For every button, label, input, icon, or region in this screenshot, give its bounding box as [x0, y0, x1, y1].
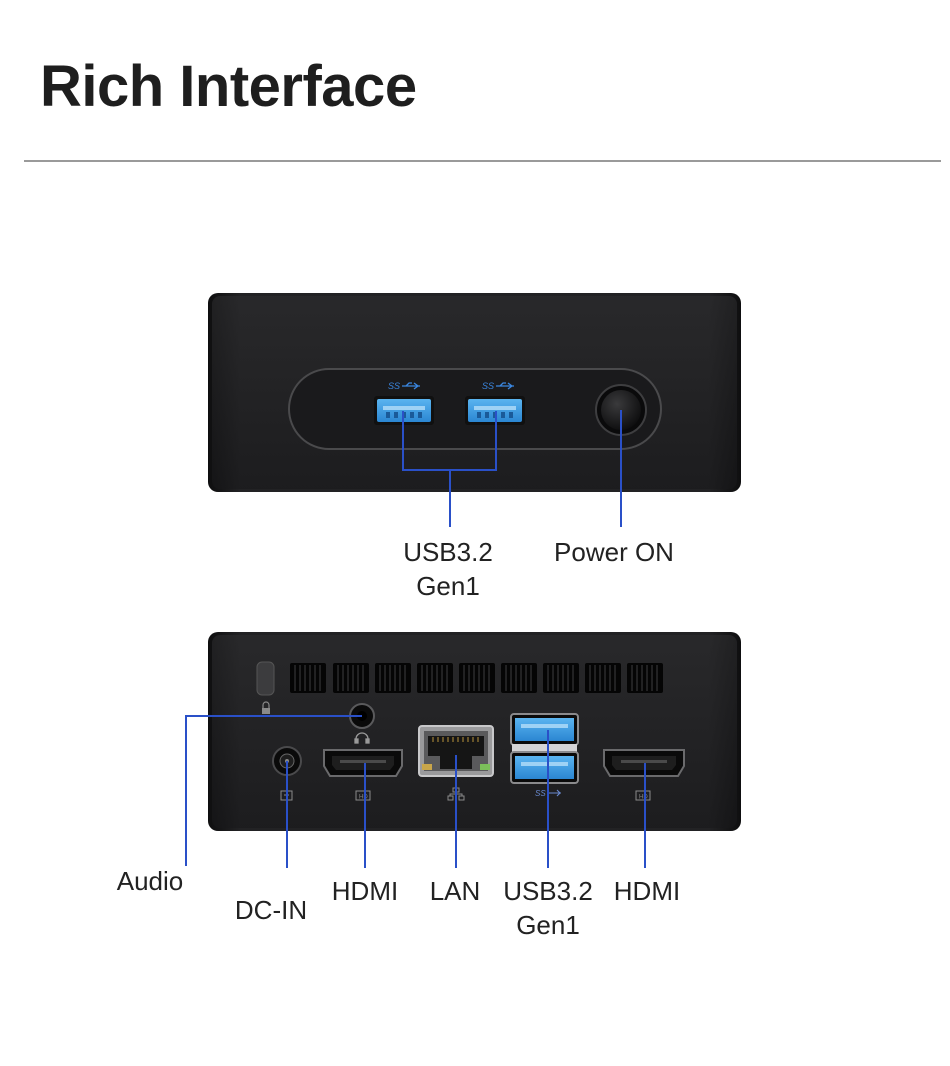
hdmi-icon: HD: [355, 790, 371, 801]
usb-separator: [512, 744, 577, 754]
hdmi-port-1: [323, 749, 403, 777]
ss-usb-icon: SS: [535, 789, 561, 798]
front-leader-lines: [402, 410, 622, 527]
svg-text:SS: SS: [388, 381, 400, 391]
rear-leader-lines: [185, 715, 646, 868]
label-audio: Audio: [116, 866, 184, 896]
label-hdmi-2: HDMI: [613, 876, 681, 906]
svg-text:SS: SS: [535, 789, 546, 798]
lock-icon: [262, 701, 270, 714]
page-title: Rich Interface: [40, 54, 417, 119]
lock-slot: [256, 661, 275, 696]
title-divider: [24, 160, 941, 162]
rear-usb-port-lower: [510, 751, 579, 784]
rear-panel: HD: [185, 632, 741, 868]
front-usb-port-1: [374, 396, 434, 425]
label-rear-usb: USB3.2 Gen1: [503, 876, 593, 940]
label-hdmi-1: HDMI: [331, 876, 399, 906]
hdmi-icon: HD: [635, 790, 651, 801]
ss-usb-icon: SS: [482, 381, 514, 391]
label-lan: LAN: [429, 876, 481, 906]
svg-text:SS: SS: [482, 381, 494, 391]
vent-grilles: [290, 663, 663, 693]
front-panel: SS SS: [208, 293, 741, 527]
headphone-icon: [354, 732, 370, 744]
rear-usb-port-upper: [510, 713, 579, 746]
svg-text:HD: HD: [639, 795, 648, 801]
label-front-usb: USB3.2 Gen1: [403, 537, 493, 601]
ss-usb-icon: SS: [388, 381, 420, 391]
label-power-on: Power ON: [554, 537, 674, 567]
svg-text:HD: HD: [359, 795, 368, 801]
label-dc-in: DC-IN: [234, 895, 308, 925]
lan-port: [418, 725, 494, 777]
